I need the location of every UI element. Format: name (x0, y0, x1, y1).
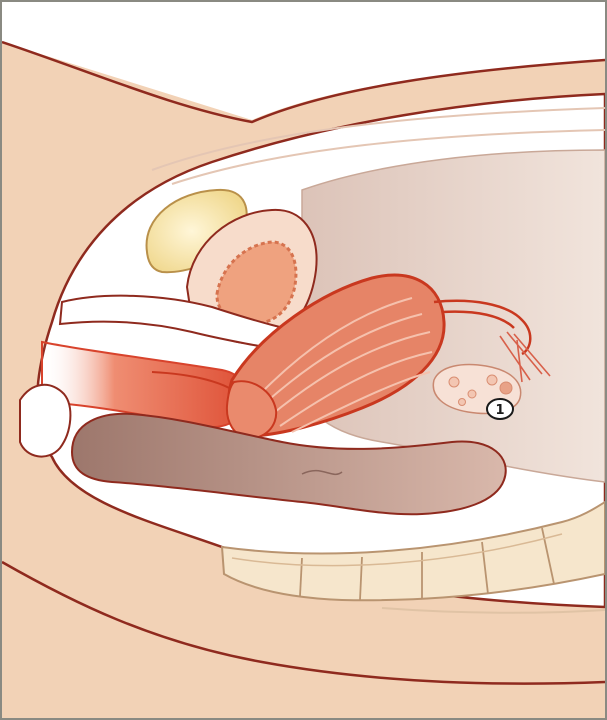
callout-number: 1 (495, 403, 504, 418)
callout-marker: 1 (487, 399, 513, 419)
